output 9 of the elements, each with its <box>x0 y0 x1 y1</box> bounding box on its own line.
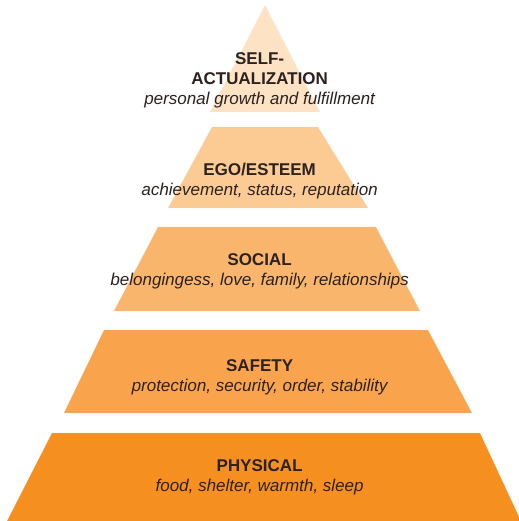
tier-title: SELF-ACTUALIZATION <box>190 49 329 89</box>
tier-description: achievement, status, reputation <box>141 180 378 200</box>
tier-description: protection, security, order, stability <box>132 376 388 396</box>
tier-title: EGO/ESTEEM <box>203 160 316 180</box>
tier-description: personal growth and fulfillment <box>144 89 375 109</box>
tier-title: SAFETY <box>226 356 294 376</box>
tier-title: SOCIAL <box>227 250 292 270</box>
tier-description: food, shelter, warmth, sleep <box>156 476 364 496</box>
tier-title: PHYSICAL <box>216 456 302 476</box>
